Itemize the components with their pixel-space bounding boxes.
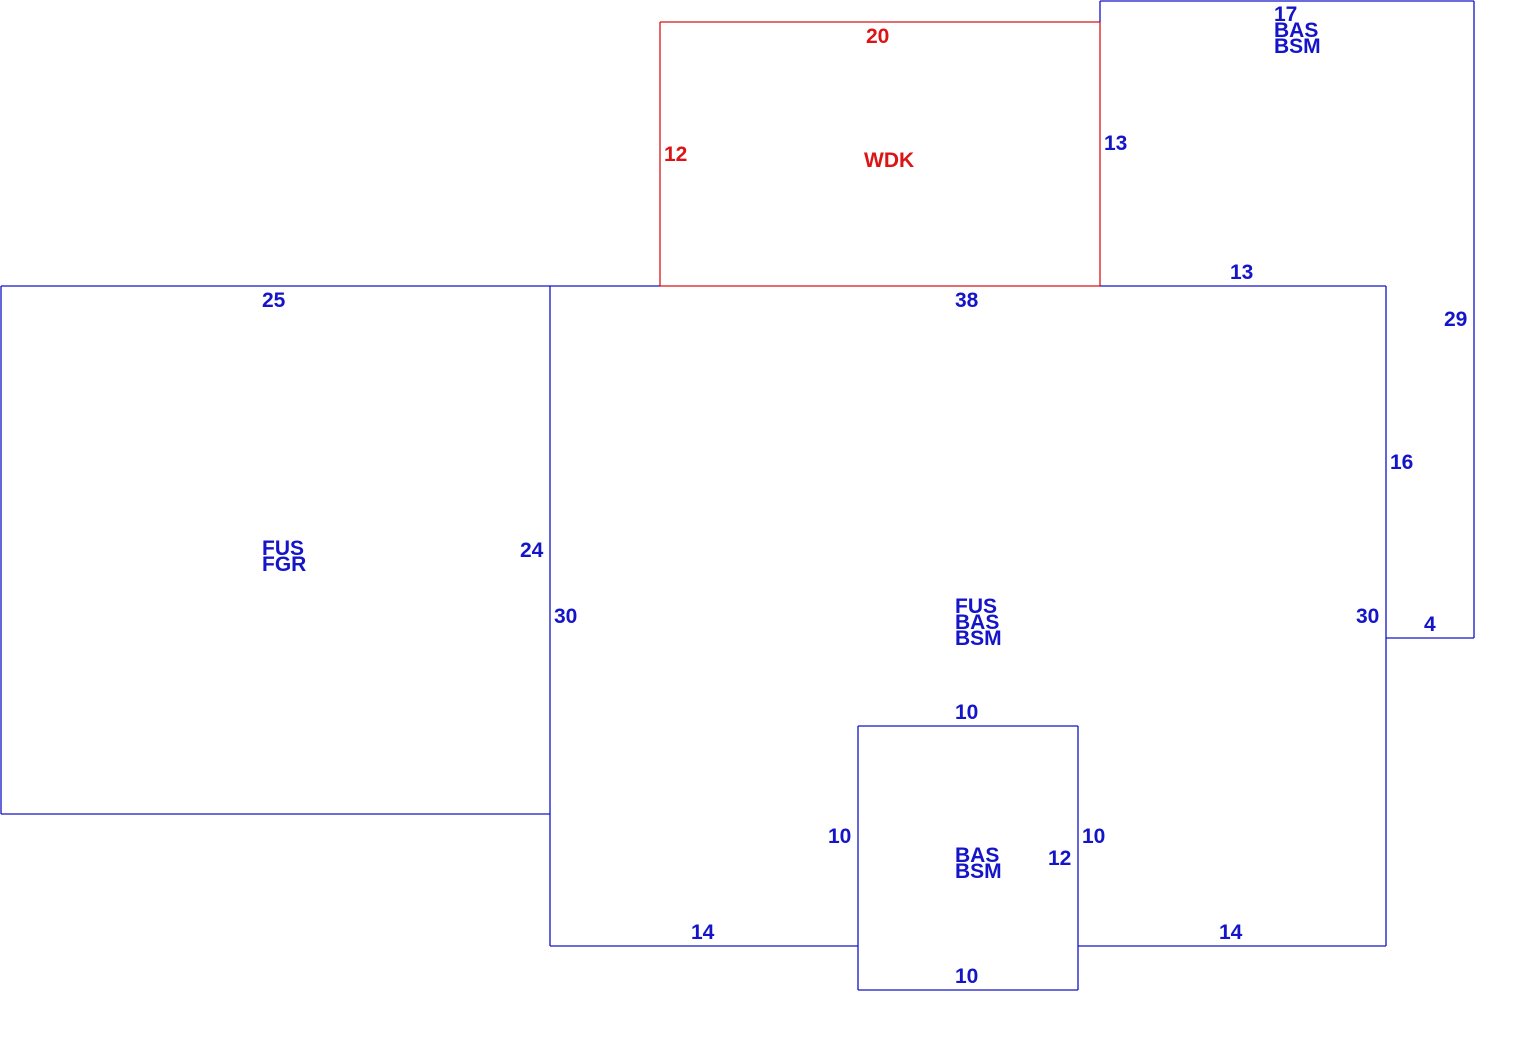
garage-right-dimension: 24 [520, 539, 544, 562]
main-right-dimension: 30 [1356, 605, 1379, 628]
rear-wing-top-dimension: 17 [1274, 3, 1297, 26]
rear-wing-outline [1099, 0, 1475, 639]
rear-wing-area-code: BSM [1274, 35, 1321, 58]
main-top-dimension: 38 [955, 289, 979, 312]
deck-top-dimension: 20 [866, 25, 889, 48]
main-left-dimension: 30 [554, 605, 577, 628]
garage-outline [0, 285, 550, 815]
rear-wing-bottom-dimension: 13 [1230, 261, 1253, 284]
main-bottom-right-dimension: 14 [1219, 921, 1243, 944]
bump-out-bottom-dimension: 10 [955, 965, 978, 988]
bump-out-inner-right-dimension: 12 [1048, 847, 1071, 870]
garage-area-code: FUS [262, 537, 304, 560]
wood-deck-outline [659, 21, 1101, 287]
bump-out-right-dimension: 10 [1082, 825, 1105, 848]
main-area-code: BSM [955, 627, 1002, 650]
deck-area-code: WDK [864, 149, 914, 172]
bump-out-outline [857, 725, 1079, 991]
rear-wing-bottom-right-dimension: 4 [1424, 613, 1436, 636]
bump-out-left-dimension: 10 [828, 825, 851, 848]
rear-wing-area-code: BAS [1274, 19, 1318, 42]
bump-out-top-dimension: 10 [955, 701, 978, 724]
rear-wing-right-dimension: 29 [1444, 308, 1467, 331]
bump-out-area-code: BSM [955, 860, 1002, 883]
main-bottom-left-dimension: 14 [691, 921, 715, 944]
garage-area-code: FGR [262, 553, 306, 576]
main-right-upper-dimension: 16 [1390, 451, 1413, 474]
main-outline [549, 285, 1387, 947]
bump-out-area-code: BAS [955, 844, 999, 867]
deck-right-dimension: 13 [1104, 132, 1127, 155]
garage-top-dimension: 25 [262, 289, 286, 312]
deck-left-dimension: 12 [664, 143, 687, 166]
main-area-code: FUS [955, 595, 997, 618]
main-area-code: BAS [955, 611, 999, 634]
